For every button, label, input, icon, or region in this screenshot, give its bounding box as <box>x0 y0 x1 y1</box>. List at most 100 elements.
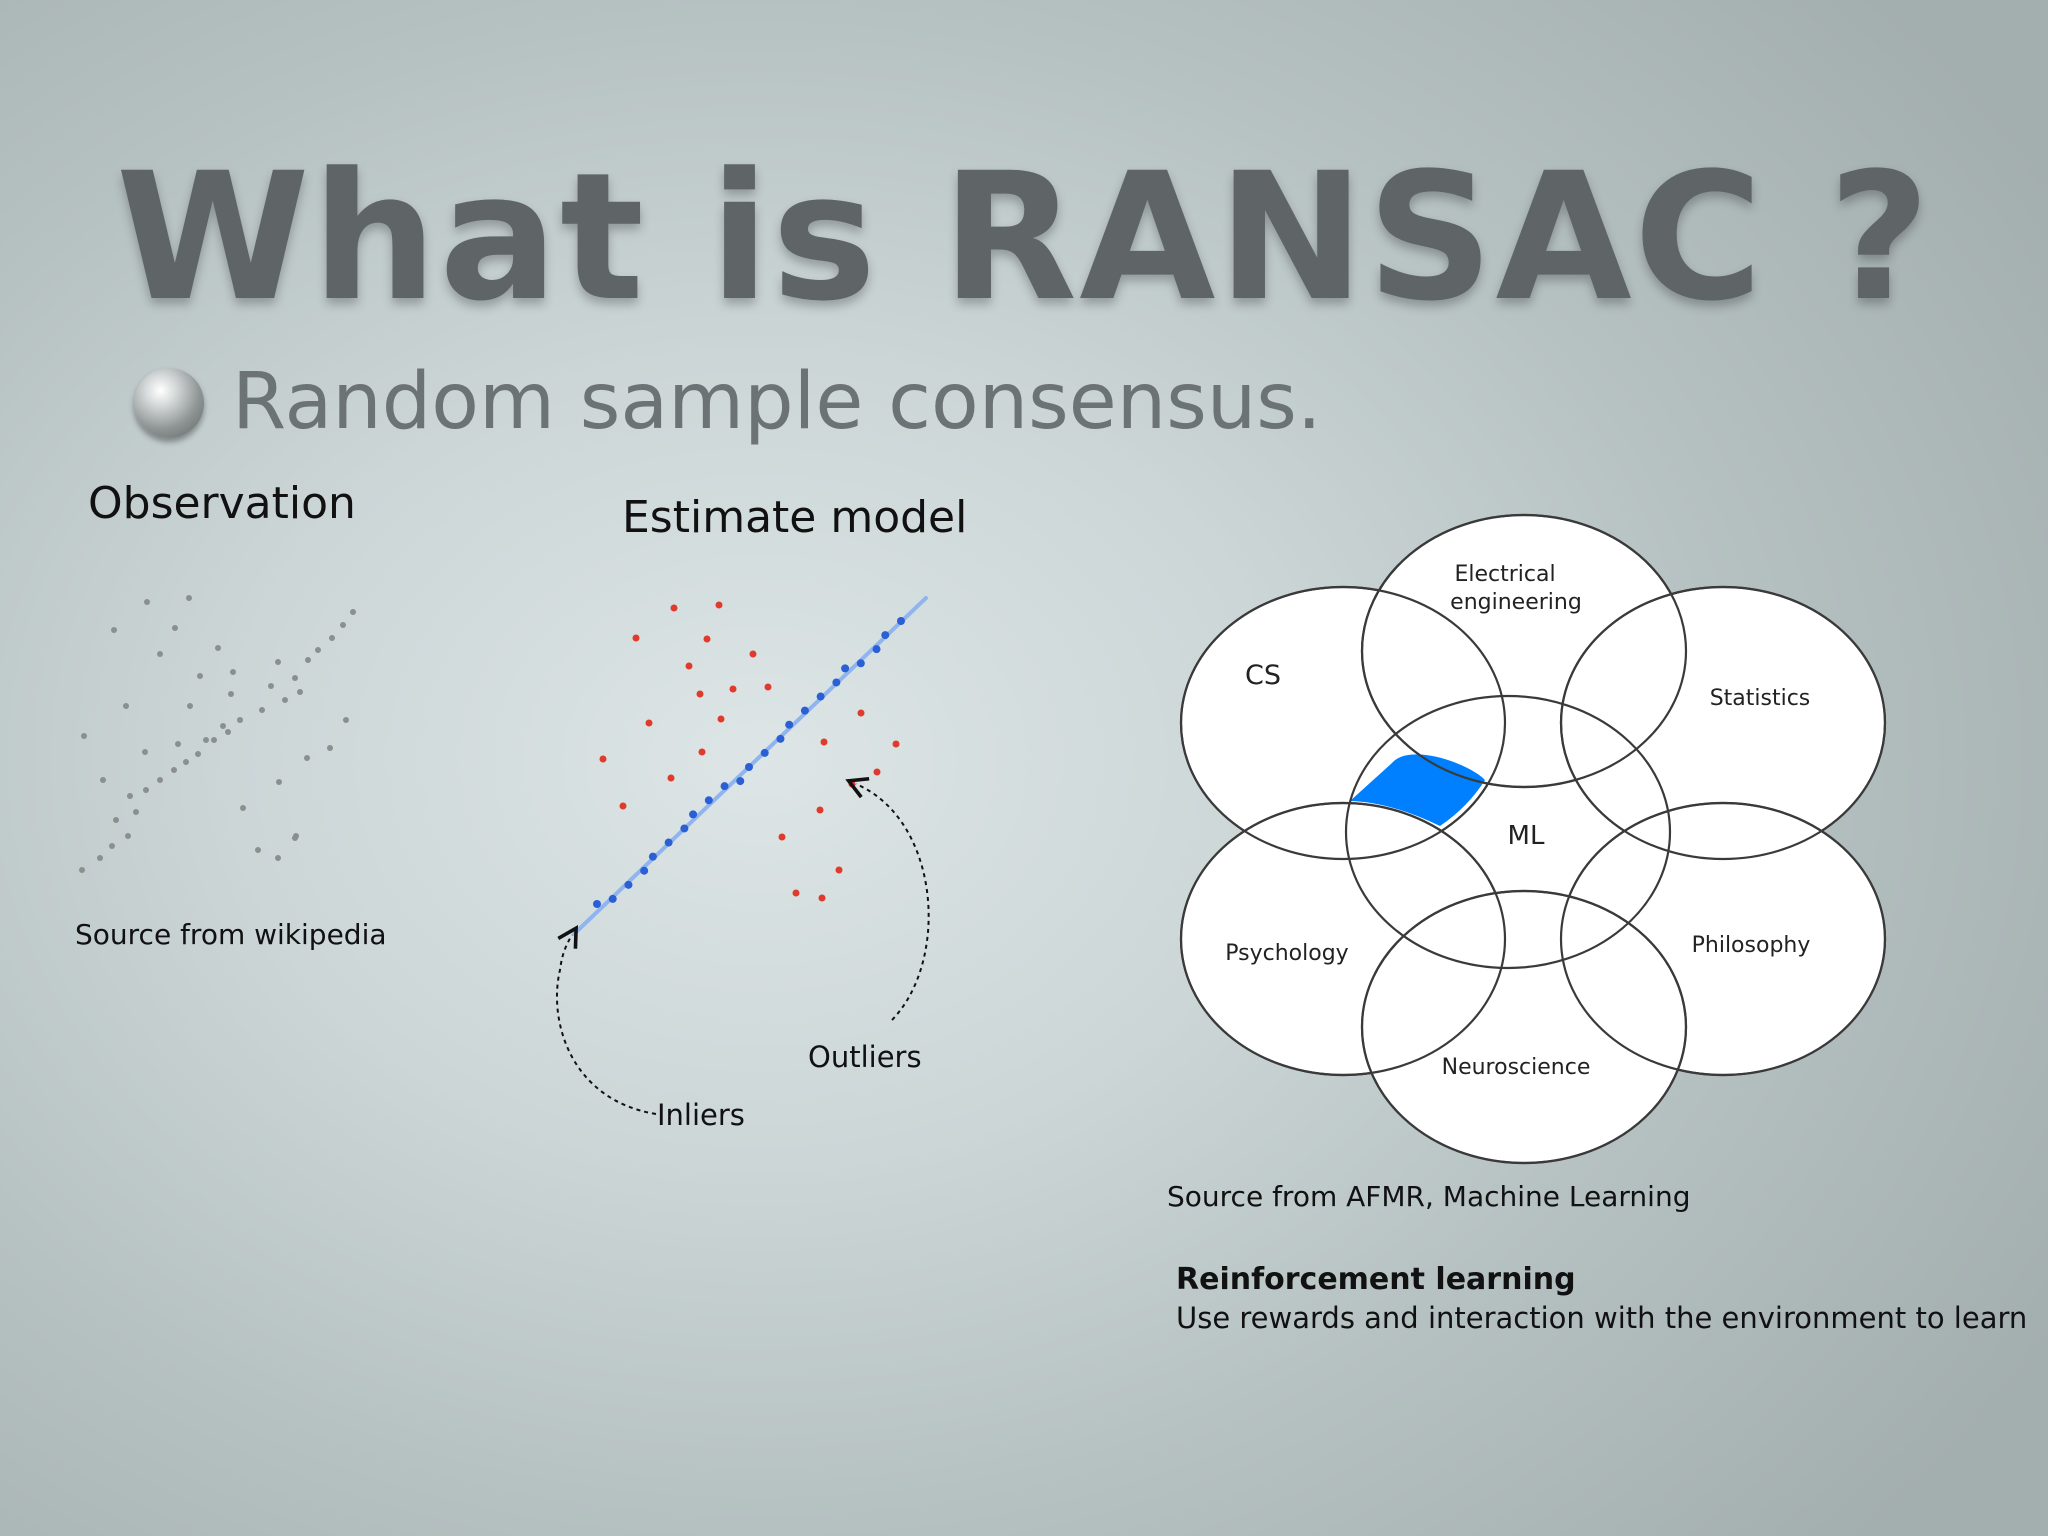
venn-label-engineering: engineering <box>1450 590 1582 615</box>
inlier-point <box>776 734 785 743</box>
wikipedia-source-caption: Source from wikipedia <box>75 918 387 951</box>
observation-point <box>187 703 193 709</box>
observation-point <box>171 767 177 773</box>
observation-point <box>125 833 131 839</box>
observation-point <box>297 689 303 695</box>
observation-point <box>292 675 298 681</box>
venn-label-cs: CS <box>1245 660 1281 691</box>
observation-point <box>195 751 201 757</box>
outlier-point <box>729 685 737 693</box>
inlier-point <box>720 782 729 791</box>
observation-point <box>275 855 281 861</box>
outlier-point <box>892 740 900 748</box>
inlier-point <box>816 692 825 701</box>
venn-label-neuroscience: Neuroscience <box>1442 1055 1591 1080</box>
inlier-point <box>593 900 601 908</box>
observation-point <box>276 779 282 785</box>
inlier-point <box>800 706 809 715</box>
outlier-point <box>818 894 826 902</box>
observation-point <box>100 777 106 783</box>
inlier-point <box>680 824 689 833</box>
observation-point <box>186 595 192 601</box>
outlier-point <box>820 738 828 746</box>
outlier-point <box>857 709 865 717</box>
observation-point <box>230 669 236 675</box>
observation-point <box>237 717 243 723</box>
venn-label-ml: ML <box>1508 821 1545 851</box>
observation-point <box>350 609 356 615</box>
outlier-point <box>599 755 607 763</box>
outlier-point <box>873 768 881 776</box>
inlier-point <box>736 777 745 786</box>
outlier-point <box>645 719 653 727</box>
inlier-point <box>664 838 673 847</box>
outlier-point <box>696 690 704 698</box>
inlier-point <box>785 720 794 729</box>
afmr-source-caption: Source from AFMR, Machine Learning <box>1167 1180 1691 1213</box>
estimate-model-heading: Estimate model <box>622 492 968 543</box>
observation-point <box>255 847 261 853</box>
observation-point <box>240 805 246 811</box>
inlier-point <box>689 810 698 819</box>
inlier-point <box>841 664 850 673</box>
inlier-point <box>760 748 769 757</box>
observation-point <box>305 657 311 663</box>
outlier-point <box>715 601 723 609</box>
outliers-label: Outliers <box>808 1040 922 1074</box>
observation-point <box>293 833 299 839</box>
reinforcement-learning-description: Use rewards and interaction with the env… <box>1176 1301 2028 1335</box>
observation-point <box>133 809 139 815</box>
observation-point <box>97 855 103 861</box>
outlier-point <box>749 650 757 658</box>
observation-point <box>282 697 288 703</box>
observation-heading: Observation <box>88 478 356 529</box>
observation-point <box>109 843 115 849</box>
venn-label-electrical: Electrical <box>1454 562 1555 587</box>
observation-point <box>215 645 221 651</box>
outliers-arrow <box>845 776 930 1021</box>
outlier-point <box>632 634 640 642</box>
inlier-point <box>832 678 841 687</box>
venn-label-psychology: Psychology <box>1225 941 1348 966</box>
observation-point <box>343 717 349 723</box>
outlier-point <box>670 604 678 612</box>
observation-point <box>340 622 346 628</box>
observation-point <box>197 673 203 679</box>
outlier-point <box>792 889 800 897</box>
outlier-point <box>816 806 824 814</box>
reinforcement-learning-title: Reinforcement learning <box>1176 1262 1576 1297</box>
inlier-point <box>608 894 617 903</box>
outlier-point <box>619 802 627 810</box>
observation-point <box>211 737 217 743</box>
inlier-point <box>872 645 881 654</box>
inliers-label: Inliers <box>657 1098 745 1132</box>
observation-point <box>329 635 335 641</box>
observation-point <box>79 867 85 873</box>
observation-point <box>183 759 189 765</box>
observation-point <box>81 733 87 739</box>
inlier-point <box>881 631 890 640</box>
inlier-point <box>897 617 905 625</box>
observation-point <box>157 777 163 783</box>
outlier-point <box>764 683 772 691</box>
observation-point <box>304 755 310 761</box>
observation-point <box>259 707 265 713</box>
observation-point <box>142 749 148 755</box>
observation-point <box>225 729 231 735</box>
inlier-point <box>704 796 713 805</box>
observation-point <box>203 737 209 743</box>
bullet-sphere-icon <box>134 368 204 438</box>
observation-point <box>157 651 163 657</box>
observation-point <box>172 625 178 631</box>
venn-label-philosophy: Philosophy <box>1692 933 1811 958</box>
outlier-point <box>703 635 711 643</box>
observation-point <box>228 691 234 697</box>
outlier-point <box>685 662 693 670</box>
bullet-text: Random sample consensus. <box>232 357 1322 447</box>
observation-point <box>327 745 333 751</box>
venn-circle-neuroscience <box>1360 889 1688 1165</box>
outlier-point <box>667 774 675 782</box>
outlier-point <box>698 748 706 756</box>
